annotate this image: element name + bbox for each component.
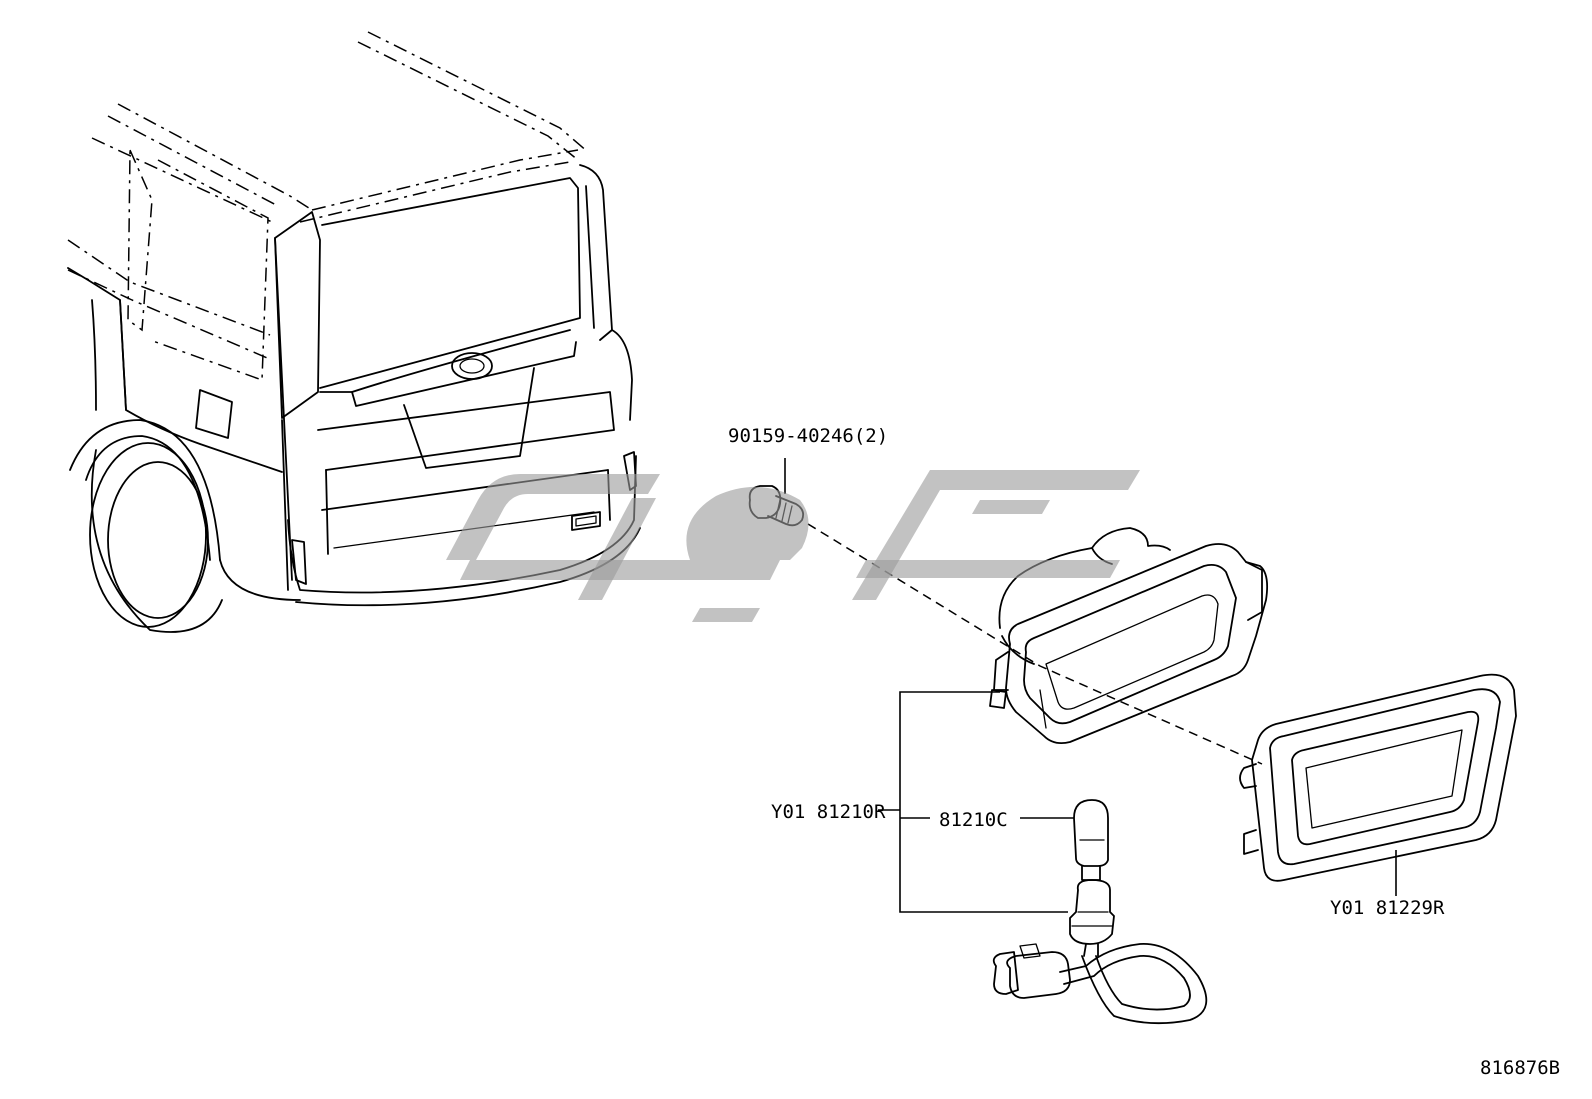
vehicle-outline: [67, 31, 641, 633]
screw-label: 90159-40246(2): [728, 425, 888, 447]
callout-leaders: [784, 458, 1397, 913]
bulb-label: 81210C: [939, 809, 1008, 831]
socket-and-wire-part: [992, 879, 1208, 1025]
lamp-assembly-label: Y01 81210R: [771, 801, 886, 823]
bezel-part: [1239, 673, 1517, 882]
bulb-part: [1073, 799, 1109, 881]
lamp-assembly-part: [989, 527, 1269, 745]
drawing-number: 816876B: [1480, 1057, 1560, 1079]
watermark-logo: [446, 470, 1140, 622]
bezel-label: Y01 81229R: [1330, 897, 1445, 919]
